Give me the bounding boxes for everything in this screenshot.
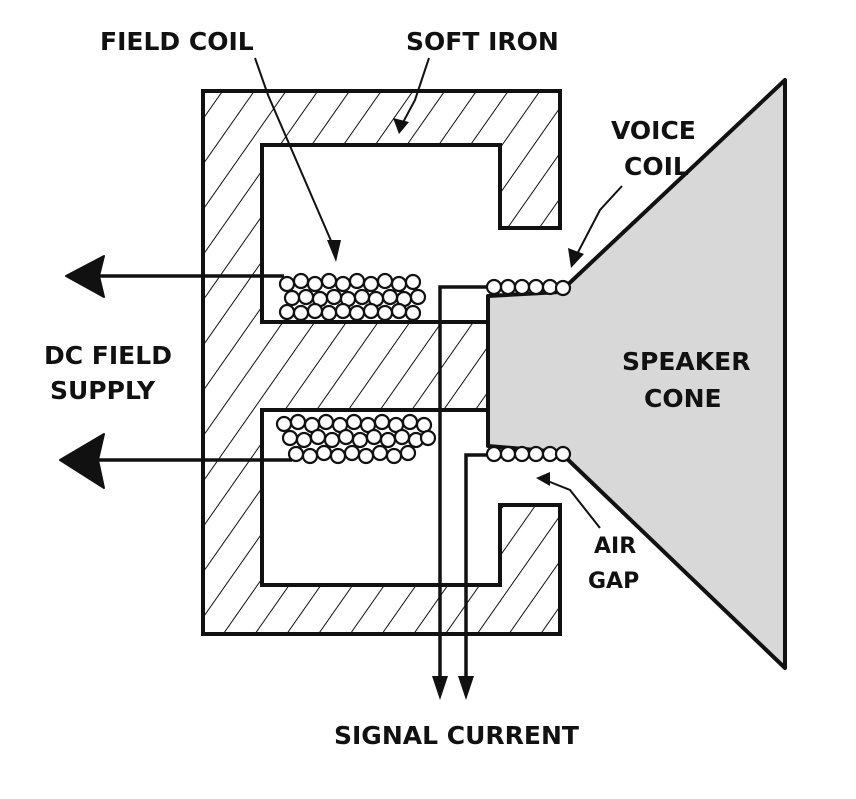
air-gap-label-line1: AIR	[594, 534, 636, 559]
field-coil-label: FIELD COIL	[100, 27, 254, 56]
field-coil-upper	[278, 272, 427, 322]
speaker-cone-label-line1: SPEAKER	[622, 347, 750, 376]
speaker-cone-label-line2: CONE	[644, 384, 722, 413]
signal-current-label: SIGNAL CURRENT	[334, 721, 579, 750]
voice-coil-label-line1: VOICE	[611, 116, 696, 145]
dc-field-supply-label-line1: DC FIELD	[44, 341, 172, 370]
soft-iron-label: SOFT IRON	[406, 27, 559, 56]
leader-lines	[254, 57, 623, 529]
field-coil-lower	[275, 413, 437, 465]
voice-coil-label-line2: COIL	[624, 152, 689, 181]
air-gap-label-line2: GAP	[588, 569, 639, 594]
signal-current-arrowheads	[432, 676, 474, 700]
voice-coil-windings	[485, 278, 572, 463]
voice-coil-former	[438, 285, 488, 680]
dc-field-supply-label-line2: SUPPLY	[50, 376, 156, 405]
dc-field-supply-leads	[59, 255, 292, 489]
